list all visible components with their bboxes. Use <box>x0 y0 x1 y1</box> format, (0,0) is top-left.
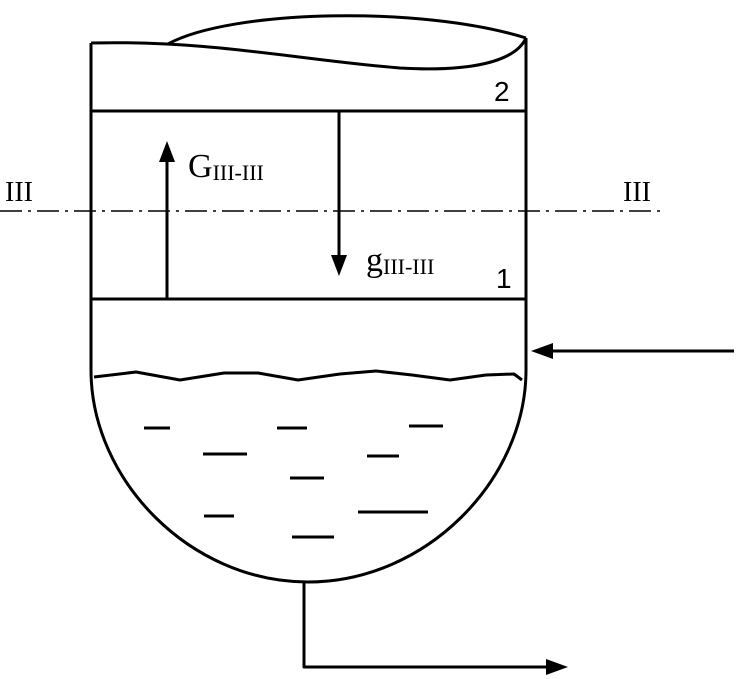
column-break-line <box>90 37 528 71</box>
bottom-outlet-pipe <box>302 582 548 669</box>
liquid-flow-label: gIII-III <box>366 242 434 279</box>
tray-lower-label: 1 <box>496 263 512 294</box>
liquid-flow-arrowhead <box>331 255 347 276</box>
vapor-flow-symbol: G <box>188 148 213 185</box>
feed-inlet-arrowhead <box>531 343 553 359</box>
column-bottom-head <box>89 369 528 584</box>
section-label-left: III <box>5 177 33 208</box>
liquid-flow-subscript: III-III <box>383 254 434 279</box>
section-label-right: III <box>623 177 651 208</box>
tray-upper-label: 2 <box>494 76 510 107</box>
liquid-hatching <box>144 424 443 539</box>
liquid-surface <box>93 369 523 382</box>
liquid-flow-symbol: g <box>366 242 383 279</box>
bottom-outlet-arrowhead <box>546 659 568 675</box>
vapor-flow-arrowhead <box>159 141 175 162</box>
vapor-flow-subscript: III-III <box>213 160 264 185</box>
column-break-arc <box>167 14 527 46</box>
vapor-flow-label: GIII-III <box>188 148 264 185</box>
